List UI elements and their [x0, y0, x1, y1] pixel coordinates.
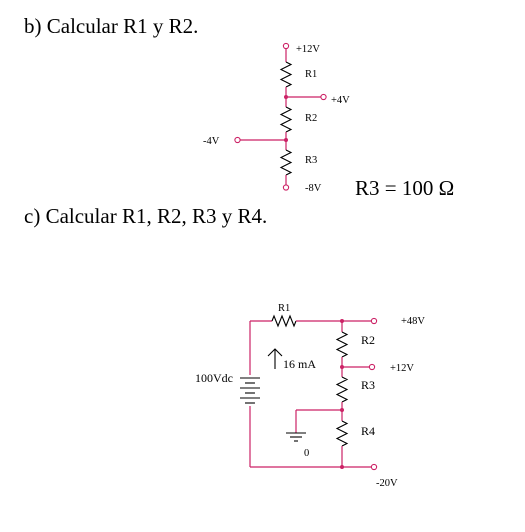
resistor-r2 [279, 106, 293, 133]
label-r2-c: R2 [361, 333, 375, 347]
label-minus4v: -4V [203, 136, 220, 147]
resistor-r1 [279, 61, 293, 88]
label-plus4v: +4V [331, 95, 350, 106]
label-r4-c: R4 [361, 424, 375, 438]
ground-icon [286, 432, 306, 442]
terminal-plus12v-c [368, 363, 376, 371]
terminal-plus12v [282, 42, 290, 50]
resistor-r3 [279, 149, 293, 176]
label-minus8v: -8V [305, 183, 322, 194]
label-r1: R1 [305, 69, 317, 80]
terminal-plus48v [370, 317, 378, 325]
resistor-r3-c [335, 376, 349, 403]
circuit-c: R1 +48V 100Vdc -20V 16 mA R2 [195, 303, 425, 489]
resistor-r4-c [335, 420, 349, 447]
circuit-b: +12V R1 +4V R2 -4V R3 -8V [203, 42, 350, 194]
label-r3-c: R3 [361, 378, 375, 392]
terminal-plus4v [320, 93, 327, 101]
terminal-minus4v [234, 136, 241, 144]
label-source: 100Vdc [195, 371, 233, 385]
label-plus12v: +12V [296, 44, 320, 55]
label-current: 16 mA [283, 357, 316, 371]
part-c-heading: c) Calcular R1, R2, R3 y R4. [24, 204, 268, 228]
current-arrow [267, 348, 283, 369]
label-plus48v: +48V [401, 316, 425, 327]
r3-given-value: R3 = 100 Ω [355, 176, 455, 200]
dc-source-100vdc [240, 377, 260, 404]
resistor-r2-c [335, 331, 349, 358]
label-r1-c: R1 [278, 303, 290, 314]
part-b-heading: b) Calcular R1 y R2. [24, 14, 199, 38]
terminal-minus20v [370, 463, 378, 471]
resistor-r1-c [271, 314, 297, 328]
label-r3: R3 [305, 155, 317, 166]
label-minus20v: -20V [376, 478, 398, 489]
label-plus12v-c: +12V [390, 363, 414, 374]
terminal-minus8v [282, 184, 290, 191]
label-ground: 0 [304, 448, 309, 459]
label-r2: R2 [305, 113, 317, 124]
